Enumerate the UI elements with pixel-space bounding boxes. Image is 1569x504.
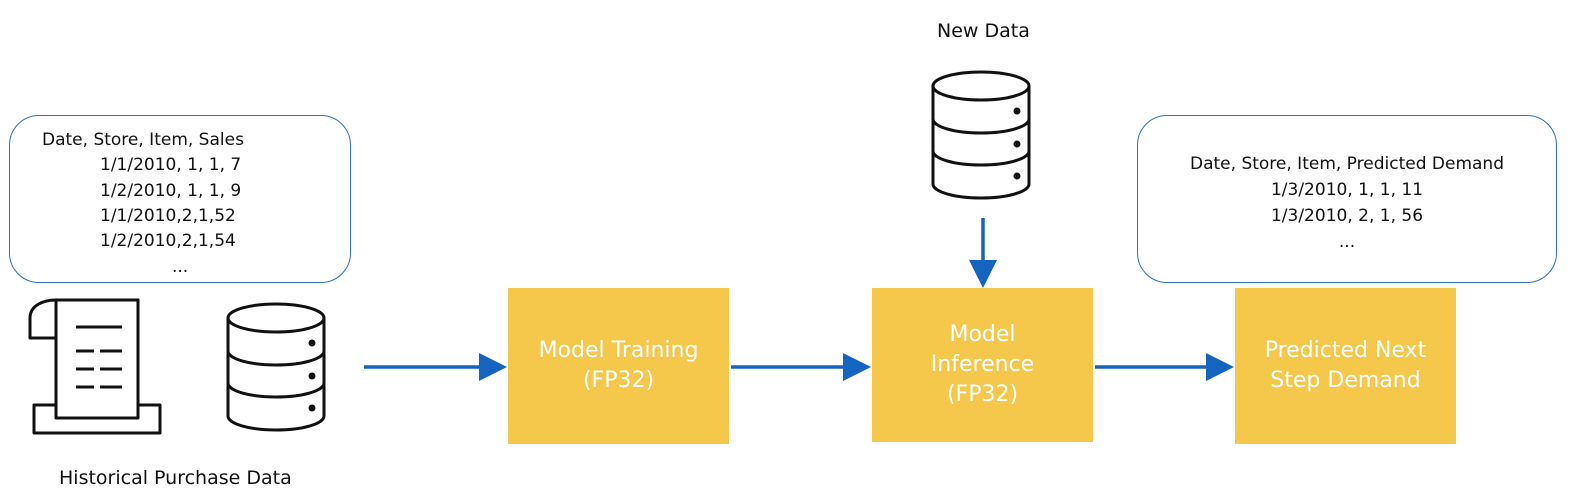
historical-row: 1/2/2010, 1, 1, 9 xyxy=(100,181,242,201)
predicted-demand-box: Predicted Next Step Demand xyxy=(1235,288,1456,444)
model-inference-box: Model Inference (FP32) xyxy=(872,288,1093,442)
prediction-callout: Date, Store, Item, Predicted Demand 1/3/… xyxy=(1137,115,1557,283)
database-icon xyxy=(931,70,1031,200)
model-inference-label-line2: Inference xyxy=(930,352,1035,377)
historical-row: 1/2/2010,2,1,54 xyxy=(100,231,236,251)
historical-ellipsis: ... xyxy=(172,257,189,277)
model-training-precision: (FP32) xyxy=(582,368,655,393)
receipt-icon xyxy=(28,298,162,435)
historical-data-label: Historical Purchase Data xyxy=(59,467,292,489)
historical-row: 1/1/2010, 1, 1, 7 xyxy=(100,155,242,175)
prediction-header: Date, Store, Item, Predicted Demand xyxy=(1190,154,1504,174)
prediction-ellipsis: ... xyxy=(1338,232,1356,252)
historical-header: Date, Store, Item, Sales xyxy=(42,130,244,150)
model-training-box: Model Training (FP32) xyxy=(508,288,729,444)
historical-data-callout: Date, Store, Item, Sales 1/1/2010, 1, 1,… xyxy=(9,115,351,283)
model-training-label: Model Training xyxy=(538,338,699,363)
model-inference-precision: (FP32) xyxy=(946,382,1019,407)
model-inference-label-line1: Model xyxy=(949,322,1016,347)
database-icon xyxy=(226,302,326,432)
prediction-row: 1/3/2010, 1, 1, 11 xyxy=(1270,180,1424,200)
prediction-row: 1/3/2010, 2, 1, 56 xyxy=(1270,206,1424,226)
new-data-label: New Data xyxy=(937,20,1030,42)
predicted-demand-label-line1: Predicted Next xyxy=(1264,338,1427,363)
historical-row: 1/1/2010,2,1,52 xyxy=(100,206,236,226)
predicted-demand-label-line2: Step Demand xyxy=(1270,368,1421,393)
